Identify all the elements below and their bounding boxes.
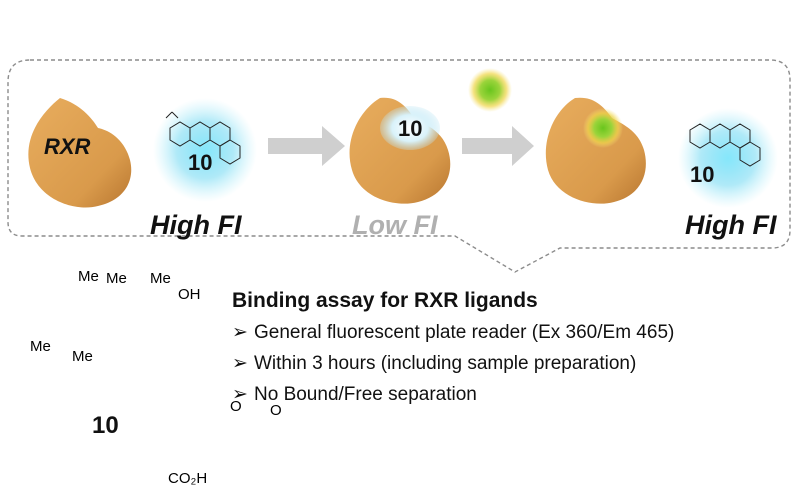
protein-shape-bound <box>349 97 451 204</box>
compound-number-bound: 10 <box>398 116 423 141</box>
o-ring-label: O <box>230 398 242 415</box>
protein-shape-rxr <box>28 98 132 208</box>
oh-label: OH <box>178 286 201 303</box>
ligand-dot-bound <box>583 108 623 148</box>
arrow-bullet-icon: ➢ <box>232 384 248 405</box>
fluorescence-glow-right <box>678 108 778 208</box>
scheme-panel <box>7 59 791 273</box>
block-arrow-2 <box>462 126 534 166</box>
label-high-fl-right: High FI <box>685 210 777 240</box>
block-arrow-1 <box>268 126 345 166</box>
dashed-frame <box>7 59 791 273</box>
acid-label: CO₂H <box>168 470 208 487</box>
fluorescence-glow-left <box>153 98 257 202</box>
assay-bullet-list: ➢ General fluorescent plate reader (Ex 3… <box>232 317 792 410</box>
o-carbonyl-label: O <box>270 402 282 419</box>
me-label-3: Me <box>30 338 51 355</box>
protein-shape-displaced <box>545 97 646 204</box>
label-low-fl: Low FI <box>352 210 438 240</box>
assay-text-block: Binding assay for RXR ligands ➢ General … <box>232 284 792 410</box>
assay-bullet-item: ➢ General fluorescent plate reader (Ex 3… <box>232 317 792 348</box>
assay-title: Binding assay for RXR ligands <box>232 289 538 312</box>
me-label-4: Me <box>72 348 93 365</box>
me-label-2: Me <box>106 270 127 287</box>
assay-bullet-text: Within 3 hours (including sample prepara… <box>254 352 637 374</box>
me-label-1: Me <box>78 268 99 285</box>
compound-number-right: 10 <box>690 162 715 187</box>
assay-bullet-text: No Bound/Free separation <box>254 383 477 405</box>
binding-pocket <box>380 106 440 150</box>
protein-label: RXR <box>44 134 91 159</box>
ligand-icon-left <box>165 111 241 165</box>
compound-number-structure: 10 <box>92 412 119 439</box>
assay-bullet-item: ➢ Within 3 hours (including sample prepa… <box>232 348 792 379</box>
me-label-5: Me <box>150 270 171 287</box>
arrow-bullet-icon: ➢ <box>232 353 248 374</box>
arrow-bullet-icon: ➢ <box>232 322 248 343</box>
ligand-icon-right <box>689 123 761 167</box>
assay-bullet-item: ➢ No Bound/Free separation <box>232 379 792 410</box>
ligand-dot-floating <box>468 68 512 112</box>
label-high-fl-left: High FI <box>150 210 242 240</box>
assay-bullet-text: General fluorescent plate reader (Ex 360… <box>254 321 675 343</box>
compound-number-left: 10 <box>188 150 213 175</box>
